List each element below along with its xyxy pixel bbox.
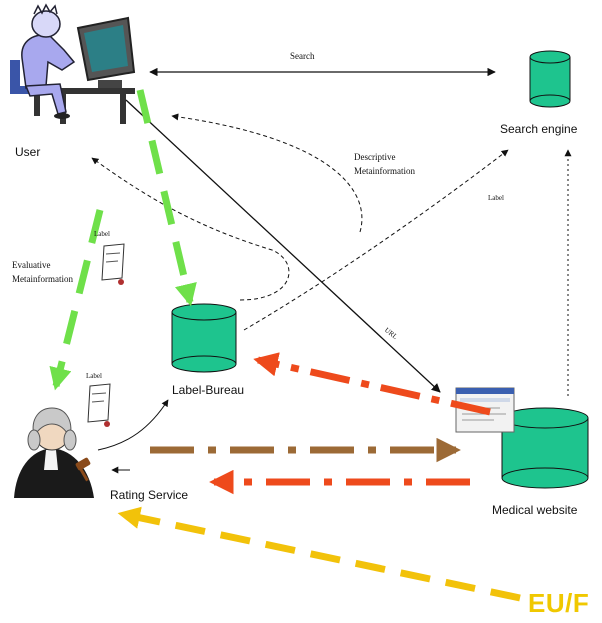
label-scroll-icon: [87, 383, 111, 427]
url-arrow: [125, 99, 441, 393]
descriptive-label-line2: Metainformation: [354, 166, 415, 176]
yellow-eu-to-rating-arrow: [117, 506, 521, 602]
medical-website-database-icon: [501, 407, 589, 489]
medical-website-label: Medical website: [492, 503, 578, 517]
evaluative-label-line1: Evaluative: [12, 260, 51, 270]
green-user-to-rating-arrow: [49, 209, 104, 391]
orange-website-to-bureau-arrow: [253, 352, 491, 416]
green-user-to-bureau-arrow: [136, 89, 197, 307]
label-bureau-database-icon: [171, 303, 237, 373]
search-edge-label: Search: [290, 51, 315, 61]
label-scroll-icon: [101, 243, 125, 285]
search-engine-label: Search engine: [500, 122, 578, 136]
user-label: User: [15, 145, 41, 159]
user-figure-icon: [10, 3, 136, 124]
descriptive-label-line1: Descriptive: [354, 152, 396, 162]
evaluative-metainfo-arrow: [91, 157, 290, 301]
eu-footer-tag: EU/F: [528, 588, 590, 618]
label-tag-right: Label: [488, 194, 504, 202]
descriptive-metainfo-arrow: [171, 113, 363, 233]
label-tag-left: Label: [86, 372, 102, 380]
label-bureau-label: Label-Bureau: [172, 383, 245, 397]
judge-figure-icon: [14, 407, 94, 498]
rating-to-bureau-arrow: [97, 399, 169, 451]
search-engine-database-icon: [529, 50, 571, 108]
bureau-to-search-engine-arrow: [243, 149, 509, 331]
rating-service-label: Rating Service: [110, 488, 189, 502]
evaluative-label-line2: Metainformation: [12, 274, 73, 284]
label-tag-top: Label: [94, 230, 110, 238]
